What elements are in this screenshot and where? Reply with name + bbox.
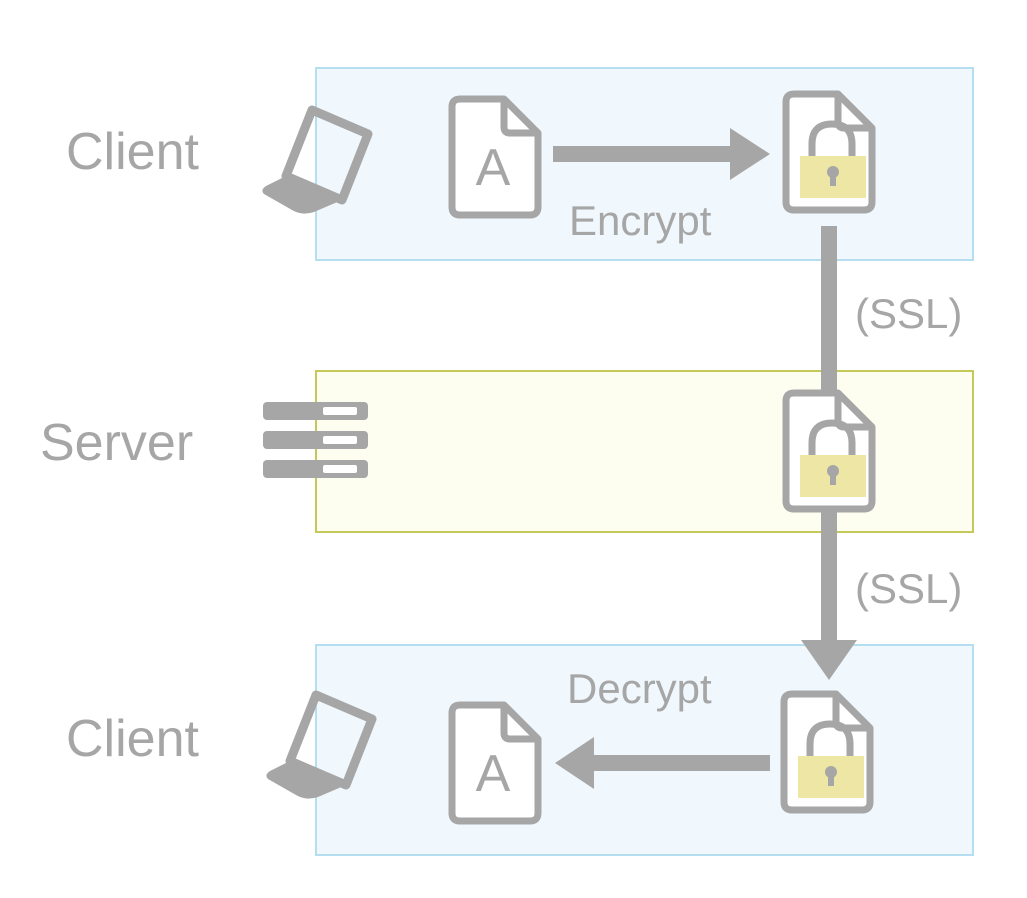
- locked-document-icon-bottom: [784, 694, 870, 810]
- laptop-icon: [266, 690, 377, 799]
- client-label-top: Client: [66, 123, 199, 181]
- laptop-icon: [262, 105, 373, 214]
- decrypt-arrow: [555, 737, 770, 789]
- ssl-connector-lower: [821, 510, 837, 642]
- ssl-connector-upper: [821, 226, 837, 392]
- ssl-label-lower: (SSL): [855, 565, 962, 612]
- plain-document-letter: A: [476, 139, 511, 197]
- server-label: Server: [40, 414, 193, 472]
- server-icon: [263, 402, 368, 478]
- encrypt-label: Encrypt: [569, 197, 712, 244]
- client-label-bottom: Client: [66, 710, 199, 768]
- plain-document-icon-top: A: [452, 99, 538, 215]
- decrypt-label: Decrypt: [567, 665, 712, 712]
- ssl-arrowhead-down: [801, 640, 857, 680]
- encrypt-arrow: [553, 128, 770, 180]
- plain-document-icon-bottom: A: [452, 705, 538, 821]
- locked-document-icon-server: [786, 393, 872, 509]
- ssl-label-upper: (SSL): [855, 290, 962, 337]
- locked-document-icon-top: [786, 94, 872, 210]
- plain-document-letter: A: [476, 745, 511, 803]
